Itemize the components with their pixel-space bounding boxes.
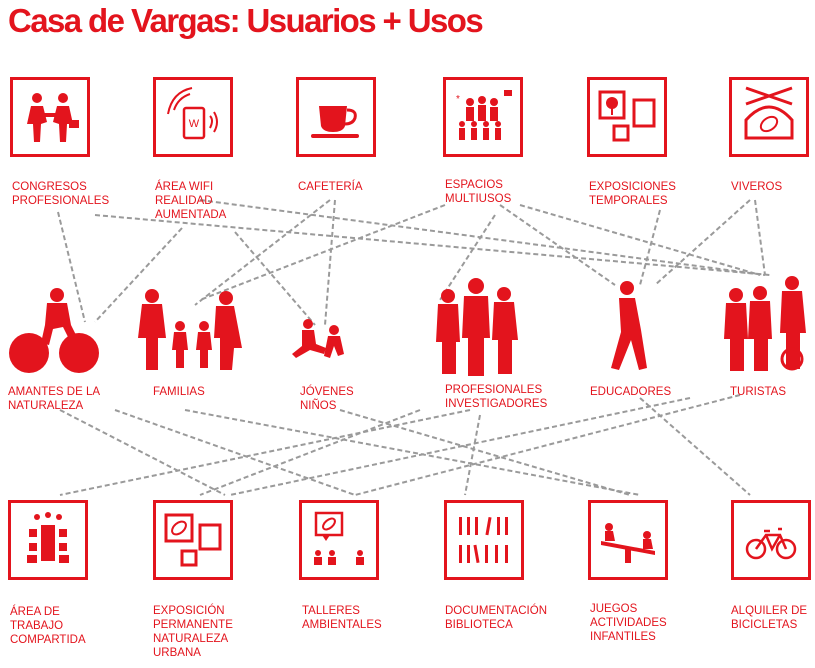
turistas-label: TURISTAS xyxy=(730,386,787,398)
wifi-phone-icon: W xyxy=(167,87,218,140)
educadores-label: EDUCADORES xyxy=(590,386,672,398)
bicycle-icon xyxy=(745,527,797,560)
viveros-label: VIVEROS xyxy=(731,181,783,193)
espacios-box: * xyxy=(443,77,523,157)
books-icon xyxy=(459,516,508,564)
kids-sitting-icon xyxy=(292,319,344,358)
espacios-label: ESPACIOS MULTIUSOS xyxy=(445,179,512,205)
juegos-box xyxy=(588,500,668,580)
jovenes-label: JÓVENES NIÑOS xyxy=(300,386,354,412)
walking-person-icon xyxy=(611,281,647,370)
cafeteria-box xyxy=(296,77,376,157)
amantes-label: AMANTES DE LA NATURALEZA xyxy=(8,386,101,412)
meeting-table-icon xyxy=(27,512,69,563)
exposiciones-box xyxy=(587,77,667,157)
exposiciones-label: EXPOSICIONES TEMPORALES xyxy=(589,181,676,207)
exposicion-box xyxy=(153,500,233,580)
crowd-icon: * xyxy=(456,90,512,140)
juegos-label: JUEGOS ACTIVIDADES INFANTILES xyxy=(590,603,667,643)
frames-icon xyxy=(598,90,656,142)
family-icon xyxy=(138,289,242,370)
viveros-box xyxy=(729,77,809,157)
professionals-icon xyxy=(436,278,518,376)
alquiler-label: ALQUILER DE BICICLETAS xyxy=(731,605,808,631)
exposicion-label: EXPOSICIÓN PERMANENTE NATURALEZA URBANA xyxy=(153,605,233,659)
familias-label: FAMILIAS xyxy=(153,386,205,398)
profesionales-label: PROFESIONALES INVESTIGADORES xyxy=(445,384,548,410)
seesaw-icon xyxy=(601,523,655,563)
wifi-box: W xyxy=(153,77,233,157)
page-title: Casa de Vargas: Usuarios + Usos xyxy=(8,2,484,39)
trabajo-label: ÁREA DE TRABAJO COMPARTIDA xyxy=(10,606,86,646)
workshop-icon xyxy=(314,511,364,565)
cafeteria-label: CAFETERÍA xyxy=(298,181,363,193)
greenhouse-leaf-icon xyxy=(744,86,794,140)
documentacion-label: DOCUMENTACIÓN BIBLIOTECA xyxy=(445,605,548,631)
talleres-label: TALLERES AMBIENTALES xyxy=(302,605,382,631)
cyclist-icon xyxy=(9,288,99,373)
wifi-label: ÁREA WIFI REALIDAD AUMENTADA xyxy=(155,181,227,221)
tourists-icon xyxy=(724,276,806,371)
frames-leaf-icon xyxy=(164,513,222,567)
alquiler-box xyxy=(731,500,811,580)
handshake-icon xyxy=(27,93,79,142)
congresos-label: CONGRESOS PROFESIONALES xyxy=(12,181,110,207)
congresos-box xyxy=(10,77,90,157)
coffee-cup-icon xyxy=(311,106,359,138)
svg-text:*: * xyxy=(456,94,460,105)
svg-text:W: W xyxy=(189,118,200,130)
trabajo-box xyxy=(8,500,88,580)
documentacion-box xyxy=(444,500,524,580)
talleres-box xyxy=(299,500,379,580)
